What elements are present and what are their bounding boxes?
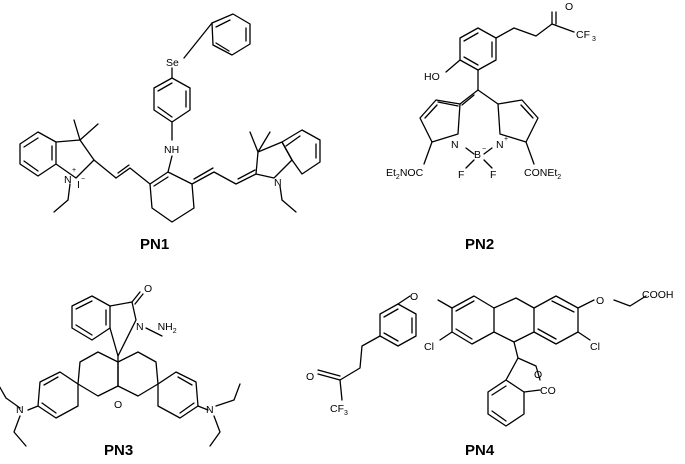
pn2-conet2-label: CONEt2 — [524, 167, 561, 181]
pn2-cf3-sub: 3 — [592, 36, 596, 43]
pn1-phenyl-ring — [183, 13, 251, 59]
pn2-b-charge: − — [482, 146, 486, 153]
pn3-isoindolinone — [71, 291, 163, 363]
structure-pn1: Se NH N + I − N PN1 — [19, 13, 321, 253]
pn1-nh-label: NH — [164, 144, 179, 156]
pn1-n2-label: N — [274, 177, 282, 189]
pn2-n-right-label: N — [496, 139, 504, 151]
pn1-iodide-charge: − — [81, 176, 85, 183]
pn2-f-right-label: F — [490, 169, 496, 181]
pn4-ether-o-right-label: O — [596, 295, 604, 307]
pn2-caption: PN2 — [465, 236, 494, 253]
pn2-phenol-ring — [445, 11, 575, 91]
pn4-ether-o-left-label: O — [410, 291, 418, 303]
pn3-carbonyl-o-label: O — [144, 283, 152, 295]
pn2-bodipy-core — [419, 89, 539, 169]
pn2-n-right-charge: + — [504, 136, 508, 143]
pn1-plus-label: + — [72, 167, 76, 174]
structure-pn4: O O COOH Cl Cl O CO O CF3 PN4 — [306, 289, 674, 459]
pn4-cl-right-label: Cl — [590, 341, 600, 353]
pn3-n-right-label: N — [206, 404, 214, 416]
pn4-cf3-label: CF3 — [330, 403, 348, 417]
pn2-ho-label: HO — [424, 71, 440, 83]
pn1-n-plus-label: N — [64, 174, 72, 186]
pn2-cf3-label: CF — [576, 29, 590, 41]
pn3-xanthene — [0, 351, 241, 447]
pn4-cl-left-label: Cl — [424, 341, 434, 353]
pn2-ketone-o-label: O — [565, 1, 573, 13]
structure-pn2: O CF 3 HO N B − N + F F Et2NOC CONEt2 PN… — [386, 1, 596, 253]
pn3-n-left-label: N — [16, 404, 24, 416]
pn4-cooh-label: COOH — [642, 289, 674, 301]
pn4-isobenzofuranone — [487, 341, 541, 427]
pn3-caption: PN3 — [104, 442, 133, 459]
pn2-n-left-label: N — [451, 139, 459, 151]
pn1-right-indoline — [191, 129, 321, 213]
pn2-b-label: B — [474, 149, 481, 161]
pn4-ketone-o-label: O — [306, 371, 314, 383]
pn4-xanthene — [439, 295, 647, 345]
pn4-phenyl-ether — [317, 295, 453, 401]
pn1-phenylene-ring — [153, 67, 191, 173]
pn4-co-label: CO — [540, 385, 556, 397]
pn1-caption: PN1 — [140, 236, 169, 253]
pn2-et2noc-label: Et2NOC — [386, 167, 424, 181]
pn2-f-left-label: F — [458, 169, 464, 181]
pn1-left-indolium — [19, 119, 151, 213]
pn1-iodide-label: I — [77, 179, 80, 191]
pn4-lactone-o-label: O — [534, 369, 542, 381]
pn1-cyclohexene-ring — [149, 171, 195, 223]
pn1-se-label: Se — [166, 57, 179, 69]
pn3-ring-o-label: O — [114, 399, 122, 411]
pn4-caption: PN4 — [465, 442, 495, 459]
